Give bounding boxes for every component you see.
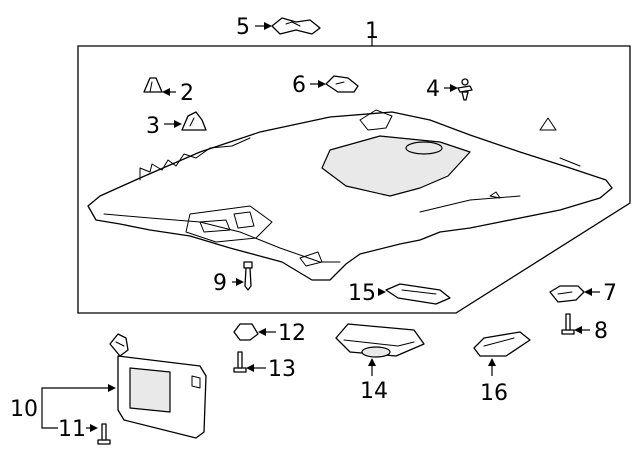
callout-6: 6 [292, 73, 306, 98]
part-3-clip [181, 111, 207, 131]
callout-2: 2 [180, 81, 194, 106]
part-8-screw [561, 313, 575, 335]
headliner-panel [87, 109, 613, 281]
callout-1: 1 [365, 19, 379, 44]
callout-3: 3 [146, 114, 160, 139]
callout-10: 10 [10, 397, 38, 422]
part-6-bracket [325, 75, 359, 93]
part-9-fastener [243, 261, 253, 291]
callout-labels: 1 5 2 3 6 4 9 15 7 8 12 13 14 16 10 11 [10, 15, 617, 442]
part-10-sun-visor [109, 333, 207, 439]
part-5-bracket [271, 17, 321, 35]
part-2-clip [143, 77, 163, 93]
part-16-lens [473, 331, 531, 357]
part-11-screw [97, 423, 111, 445]
leader-lines [41, 22, 600, 432]
part-14-dome-lamp [335, 323, 425, 358]
part-4-pin [457, 78, 473, 101]
callout-14: 14 [360, 379, 388, 404]
callout-11: 11 [58, 417, 86, 442]
part-12-clip [233, 323, 259, 341]
callout-9: 9 [213, 271, 227, 296]
part-15-lamp [385, 283, 451, 305]
callout-5: 5 [236, 15, 250, 40]
callout-15: 15 [348, 281, 376, 306]
part-13-screw [233, 351, 247, 373]
callout-7: 7 [603, 281, 617, 306]
callout-16: 16 [480, 381, 508, 406]
headliner-assembly-frame [77, 45, 631, 314]
part-7-bracket [549, 285, 585, 303]
callout-4: 4 [426, 77, 440, 102]
callout-12: 12 [278, 321, 306, 346]
callout-8: 8 [594, 319, 608, 344]
callout-13: 13 [268, 357, 296, 382]
